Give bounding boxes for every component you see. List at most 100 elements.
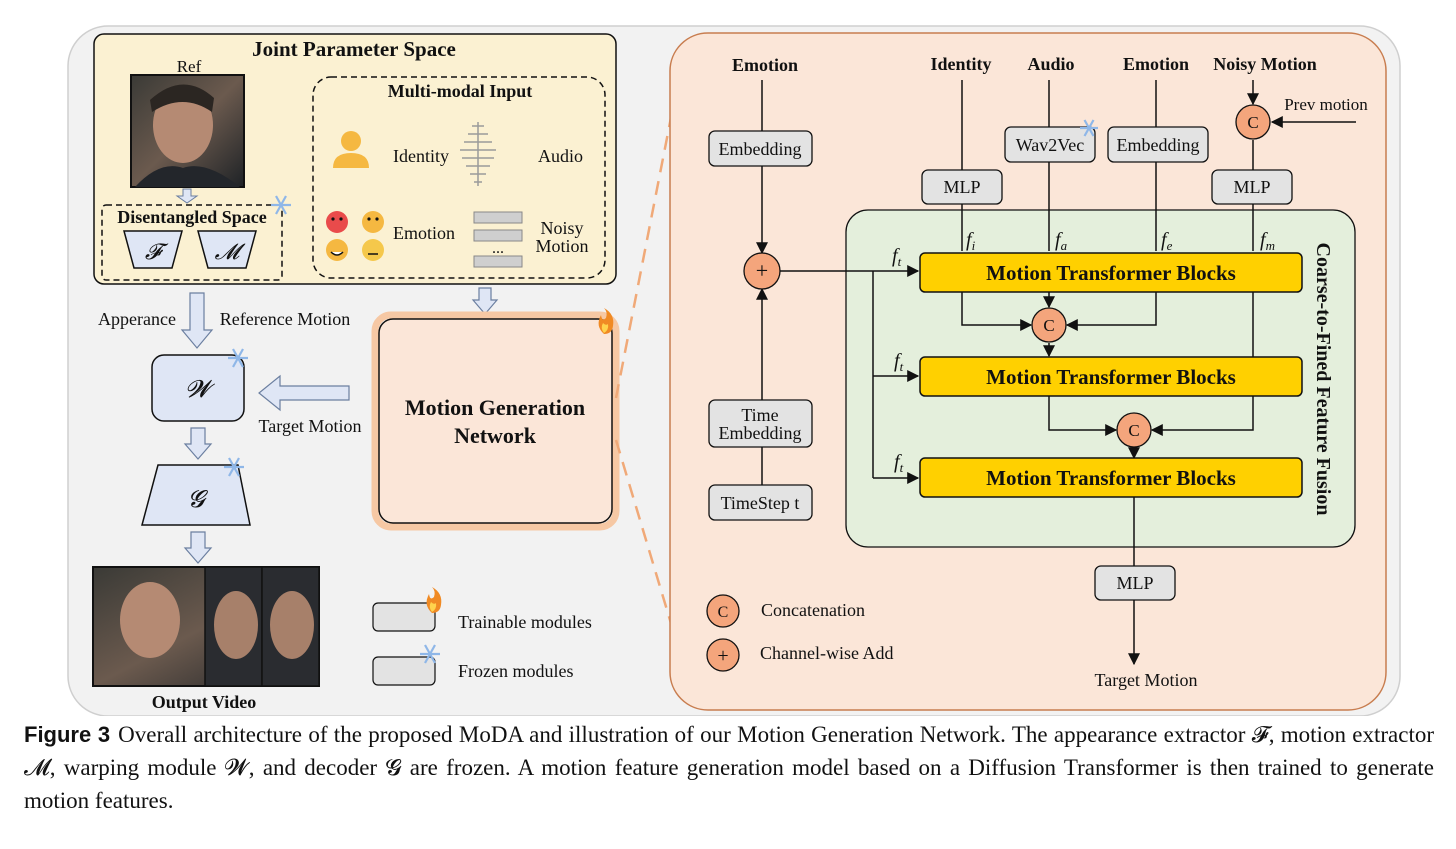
snowflake-icon [224, 457, 244, 477]
decoder-to-output-arrow [183, 531, 213, 564]
timestep-box [708, 484, 813, 521]
motion-transformer-block-1-label: Motion Transformer Blocks [986, 261, 1236, 285]
warping-module-w [151, 354, 245, 422]
svg-text:C: C [1247, 113, 1258, 132]
feature-label-fe: fe [1161, 229, 1173, 253]
legend-concat-node: C [706, 594, 740, 628]
flame-icon [426, 587, 442, 613]
output-video-frames [92, 566, 320, 687]
caption-text: Overall architecture of the proposed MoD… [24, 722, 1434, 813]
motion-label: Motion [535, 236, 588, 256]
timestep-label: TimeStep t [721, 493, 800, 513]
reference-motion-label: Reference Motion [220, 309, 350, 329]
snowflake-icon [1080, 119, 1098, 137]
reference-image [130, 74, 245, 188]
multimodal-input-box [312, 76, 606, 279]
w-symbol: 𝓦 [185, 377, 215, 403]
motion-transformer-block-2-label: Motion Transformer Blocks [986, 365, 1236, 389]
wav2vec-box [1004, 126, 1096, 163]
figure-label: Figure 3 [24, 722, 111, 747]
motion-generation-network-box [378, 318, 613, 524]
appearance-label: Apperance [98, 309, 176, 329]
feature-label-ft-2: ft [894, 350, 904, 374]
svg-text:+: + [717, 645, 728, 667]
disentangled-space-label: Disentangled Space [117, 207, 267, 227]
motion-transformer-block-3 [919, 457, 1303, 498]
noisy-motion-icon [473, 211, 523, 268]
legend-frozen-label: Frozen modules [458, 661, 573, 681]
svg-text:C: C [1128, 421, 1139, 440]
identity-input-label: Identity [930, 54, 991, 74]
target-motion-arrow [258, 374, 350, 412]
ref-down-arrow [175, 188, 199, 204]
snowflake-icon [420, 644, 440, 664]
noisy-motion-ellipsis: ... [492, 240, 504, 257]
target-motion-output-label: Target Motion [1095, 670, 1198, 690]
time-embedding-label-line1: Time [741, 405, 778, 425]
motion-transformer-block-1 [919, 252, 1303, 293]
output-mlp-label: MLP [1116, 573, 1153, 593]
time-embedding-label-line2: Embedding [719, 423, 802, 443]
emotion-emoji-icons [326, 211, 384, 261]
svg-text:C: C [1043, 316, 1054, 335]
legend-trainable-box [372, 602, 436, 632]
zoom-connector-bottom [614, 439, 678, 641]
motion-extractor-m [197, 230, 257, 269]
add-node: + [743, 252, 781, 290]
emotion-embedding-label: Embedding [1117, 135, 1200, 155]
wav2vec-label: Wav2Vec [1016, 135, 1085, 155]
emotion-input-label-left: Emotion [732, 55, 798, 75]
identity-label: Identity [393, 146, 449, 166]
legend-add-node: + [706, 638, 740, 672]
architecture-diagram: Joint Parameter Space Ref Disentangled S… [67, 25, 1401, 716]
audio-input-label: Audio [1027, 54, 1074, 74]
audio-label: Audio [538, 146, 583, 166]
feature-label-fi: fi [966, 229, 976, 253]
concat-node-prev-motion: C [1235, 104, 1271, 140]
joint-parameter-space-title: Joint Parameter Space [252, 37, 456, 61]
emotion-embedding-box [1107, 126, 1209, 163]
noisy-label: Noisy [540, 218, 583, 238]
prev-motion-label: Prev motion [1284, 95, 1368, 114]
zoom-connector-top [614, 91, 678, 399]
identity-mlp-box [921, 169, 1003, 205]
snowflake-icon [228, 348, 248, 368]
mgn-title-line1: Motion Generation [405, 395, 585, 420]
identity-mlp-label: MLP [943, 177, 980, 197]
concat-node-2: C [1116, 412, 1152, 448]
output-video-label: Output Video [152, 692, 257, 712]
svg-text:C: C [718, 604, 729, 621]
legend-concat-label: Concatenation [761, 600, 865, 620]
feature-label-ft-3: ft [894, 451, 904, 475]
output-mlp-box [1094, 565, 1176, 601]
emotion-label: Emotion [393, 223, 455, 243]
emotion-input-label: Emotion [1123, 54, 1189, 74]
connection-lines [756, 80, 1356, 666]
fusion-label: Coarse-to-Fined Feature Fusion [1312, 243, 1334, 516]
noisy-motion-mlp-box [1211, 169, 1293, 205]
motion-transformer-block-3-label: Motion Transformer Blocks [986, 466, 1236, 490]
legend-trainable-label: Trainable modules [458, 612, 592, 632]
flame-icon [598, 308, 614, 334]
time-embedding-box [708, 399, 813, 448]
motion-transformer-block-2 [919, 356, 1303, 397]
emotion-embedding-box-left [708, 130, 813, 167]
concat-node-1: C [1031, 307, 1067, 343]
multimodal-to-mgn-arrow [471, 287, 499, 315]
audio-waveform-icon [460, 122, 496, 186]
noisy-motion-input-label: Noisy Motion [1213, 54, 1317, 74]
legend-add-label: Channel-wise Add [760, 643, 893, 663]
warp-to-decoder-arrow [183, 427, 213, 460]
g-symbol: 𝓖 [188, 487, 209, 513]
target-motion-label-left: Target Motion [259, 416, 362, 436]
noisy-motion-mlp-label: MLP [1233, 177, 1270, 197]
multimodal-input-title: Multi-modal Input [388, 81, 533, 101]
appearance-extractor-f [123, 230, 183, 269]
joint-to-warp-arrow [180, 292, 214, 349]
disentangled-space-box [101, 204, 283, 281]
snowflake-icon [271, 195, 291, 215]
mgn-title-line2: Network [454, 423, 537, 448]
mgn-glow [371, 311, 620, 531]
svg-text:+: + [756, 258, 768, 283]
